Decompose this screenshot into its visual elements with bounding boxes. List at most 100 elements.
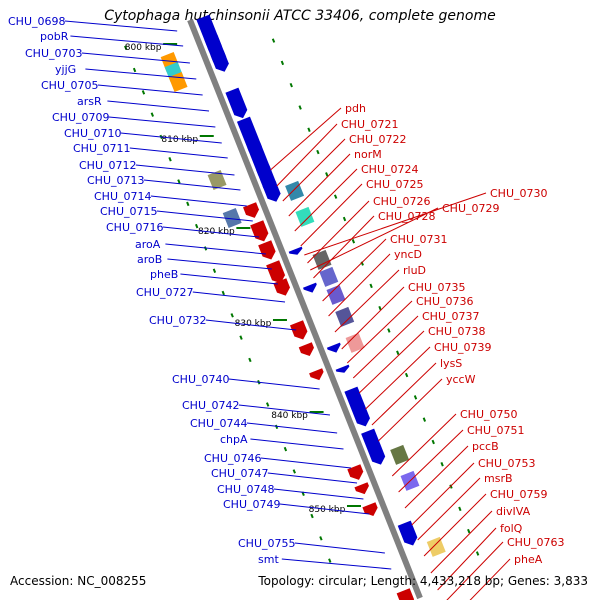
track-dot xyxy=(177,179,181,184)
reverse-gene-arrow xyxy=(225,87,248,119)
gene-label-right: pccB xyxy=(472,440,499,453)
gene-label-right: yccW xyxy=(446,373,476,386)
accession-text: Accession: NC_008255 xyxy=(10,574,147,588)
label-connector-right xyxy=(430,510,493,574)
gene-label-left: CHU_0712 xyxy=(79,159,137,172)
feature-box xyxy=(295,206,315,227)
gene-label-left: CHU_0705 xyxy=(41,79,99,92)
label-connector-left xyxy=(85,68,197,80)
gene-label-left: CHU_0714 xyxy=(94,190,152,203)
track-dot xyxy=(387,328,391,333)
track-dot xyxy=(467,528,471,534)
track-dot xyxy=(307,127,311,133)
label-connector-right xyxy=(404,445,469,509)
feature-box xyxy=(326,284,346,305)
forward-gene-arrow-shape xyxy=(309,368,324,381)
gene-label-left: CHU_0749 xyxy=(223,498,281,511)
track-dot xyxy=(248,357,252,363)
track-dot xyxy=(328,558,332,563)
gene-label-left: CHU_0711 xyxy=(73,142,131,155)
track-dot xyxy=(319,536,323,541)
reverse-gene-arrow xyxy=(335,364,350,373)
gene-label-left: pheB xyxy=(150,268,178,281)
gene-label-left: CHU_0713 xyxy=(87,174,145,187)
label-connector-left xyxy=(294,542,385,554)
track-dot xyxy=(195,223,199,229)
gene-label-right: CHU_0759 xyxy=(490,488,548,501)
feature-box-rect xyxy=(335,306,355,327)
label-connector-left xyxy=(81,52,190,64)
track-dot xyxy=(316,149,320,155)
scale-tick-label: 810 kbp xyxy=(161,135,198,145)
feature-box-rect xyxy=(285,180,305,201)
track-dot xyxy=(292,469,296,474)
forward-gene-arrow-shape xyxy=(362,502,378,516)
gene-label-right: CHU_0724 xyxy=(361,163,419,176)
track-dot xyxy=(168,157,172,162)
track-dot xyxy=(333,194,338,199)
track-dot xyxy=(141,90,146,95)
track-dot xyxy=(325,172,329,177)
gene-label-left: CHU_0716 xyxy=(106,221,164,234)
gene-label-right: CHU_0722 xyxy=(349,133,407,146)
scale-tick-label: 840 kbp xyxy=(271,411,308,421)
reverse-gene-arrow xyxy=(397,520,418,546)
label-connector-left xyxy=(97,84,203,96)
label-connector-right xyxy=(352,315,419,379)
label-connector-right xyxy=(423,493,487,557)
gene-label-right: CHU_0728 xyxy=(378,210,436,223)
scale-tick-label: 800 kbp xyxy=(125,43,162,53)
track-dot xyxy=(283,446,288,452)
reverse-gene-arrow xyxy=(288,246,303,255)
label-connector-right xyxy=(341,286,405,350)
scale-tick-label: 820 kbp xyxy=(198,227,235,237)
forward-gene-arrow-shape xyxy=(298,342,314,356)
label-connector-right xyxy=(300,183,363,247)
label-connector-right xyxy=(334,269,400,333)
forward-gene-arrow xyxy=(258,240,276,260)
label-connector-right xyxy=(391,413,457,477)
gene-label-left: CHU_0727 xyxy=(136,286,194,299)
gene-label-left: smt xyxy=(258,553,279,566)
feature-box xyxy=(345,332,365,353)
gene-label-right: CHU_0737 xyxy=(422,310,480,323)
label-connector-left xyxy=(279,503,370,515)
gene-label-right: CHU_0729 xyxy=(442,202,500,215)
label-connector-right xyxy=(288,153,351,217)
reverse-gene-arrow xyxy=(361,428,386,465)
forward-gene-arrow xyxy=(298,342,314,356)
feature-box xyxy=(390,444,410,465)
gene-label-right: pheA xyxy=(514,553,543,566)
feature-box-rect xyxy=(390,444,410,465)
gene-label-left: CHU_0715 xyxy=(100,205,158,218)
gene-label-right: CHU_0730 xyxy=(490,187,548,200)
gene-label-right: CHU_0721 xyxy=(341,118,399,131)
label-connector-right xyxy=(294,168,358,232)
label-connector-left xyxy=(273,488,364,500)
feature-box-rect xyxy=(319,266,339,287)
gene-label-left: yjjG xyxy=(55,63,76,76)
gene-label-left: aroA xyxy=(135,238,161,251)
gene-label-right: divIVA xyxy=(496,505,531,518)
label-connector-left xyxy=(205,319,297,331)
gene-label-right: CHU_0726 xyxy=(373,195,431,208)
forward-gene-arrow xyxy=(289,320,308,340)
feature-box-rect xyxy=(326,284,346,305)
label-connector-right xyxy=(358,330,425,394)
label-connector-left xyxy=(238,404,331,416)
track-dot xyxy=(396,350,400,355)
track-dot xyxy=(280,60,285,66)
label-connector-right xyxy=(310,207,439,271)
gene-label-left: CHU_0742 xyxy=(182,399,240,412)
label-connector-left xyxy=(107,100,210,112)
gene-label-left: CHU_0703 xyxy=(25,47,83,60)
track-dot xyxy=(212,268,217,273)
gene-label-left: CHU_0747 xyxy=(211,467,269,480)
reverse-gene-arrow xyxy=(344,386,370,427)
reverse-gene-arrow-shape xyxy=(288,246,303,255)
gene-label-right: CHU_0736 xyxy=(416,295,474,308)
forward-gene-arrow-shape xyxy=(354,482,369,495)
label-connector-right xyxy=(417,477,481,541)
gene-label-left: pobR xyxy=(40,30,69,43)
